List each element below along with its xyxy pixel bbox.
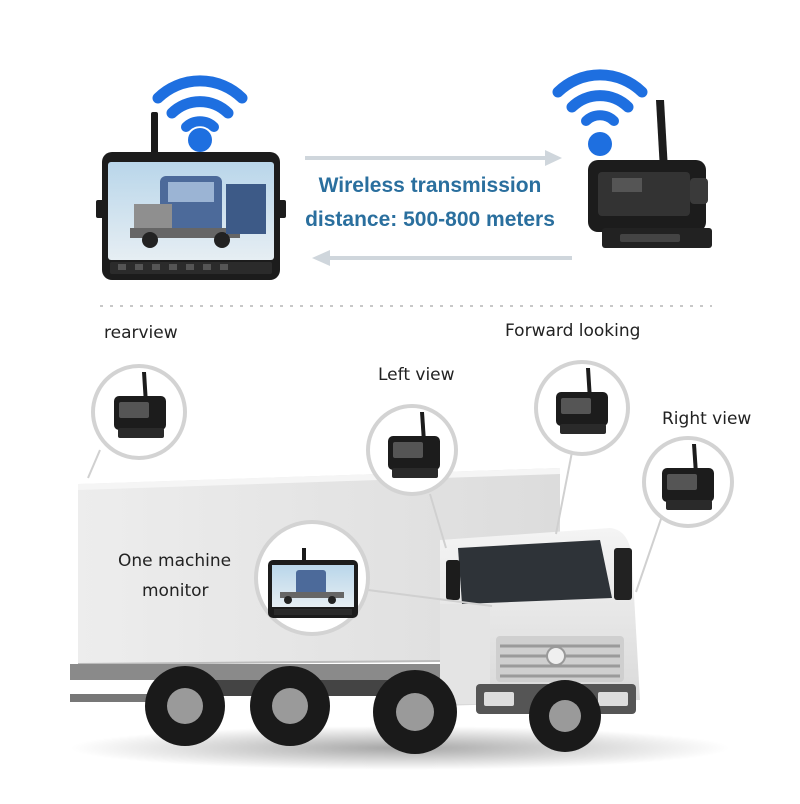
monitor-icon	[96, 112, 286, 280]
camera-icon	[588, 100, 712, 248]
label-monitor-line-1: One machine	[118, 551, 232, 571]
right-view-camera-bubble	[642, 436, 734, 528]
label-right-view: Right view	[662, 409, 752, 429]
monitor-bubble	[254, 520, 370, 636]
callout-lines	[87, 449, 663, 607]
double-arrow-icon	[305, 150, 572, 266]
label-rearview: rearview	[104, 323, 178, 343]
camera-icon	[388, 412, 440, 478]
forward-camera-bubble	[534, 360, 630, 456]
camera-icon	[662, 444, 714, 510]
left-view-camera-bubble	[366, 404, 458, 496]
label-forward-looking: Forward looking	[505, 321, 641, 341]
camera-icon	[556, 368, 608, 434]
label-left-view: Left view	[378, 365, 455, 385]
truck-icon	[70, 468, 640, 754]
camera-icon	[114, 372, 166, 438]
wifi-icon	[152, 75, 248, 152]
headline-line-2: distance: 500-800 meters	[305, 208, 555, 231]
label-monitor-line-2: monitor	[142, 581, 209, 601]
headline-line-1: Wireless transmission	[318, 174, 542, 197]
rearview-camera-bubble	[91, 364, 187, 460]
monitor-icon	[268, 548, 358, 618]
wifi-icon	[552, 69, 648, 156]
